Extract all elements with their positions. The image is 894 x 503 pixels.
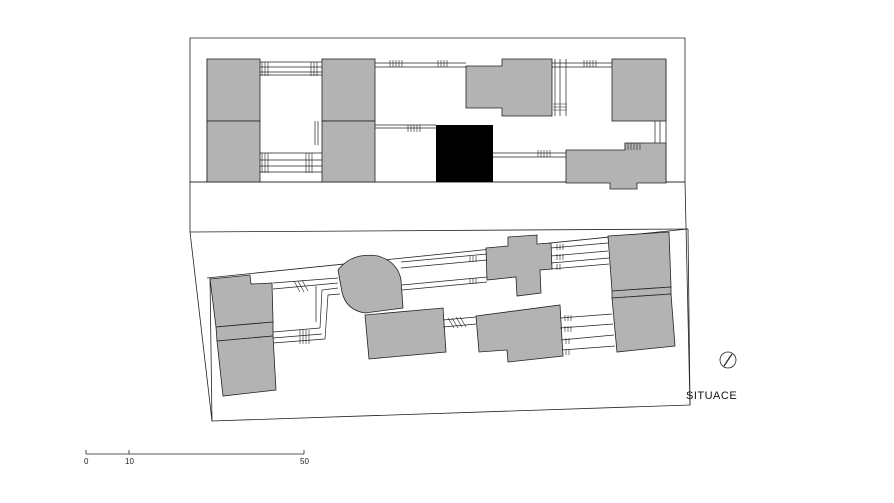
- plan-title: SITUACE: [686, 390, 738, 402]
- scale-tick-10: 10: [125, 457, 134, 466]
- scale-tick-0: 0: [84, 457, 89, 466]
- building-l8: [607, 231, 672, 292]
- building-l7: [475, 304, 564, 363]
- building-l1: [209, 274, 274, 328]
- building-u6: [611, 58, 667, 122]
- building-u4: [321, 120, 376, 183]
- scale-bar: [85, 450, 305, 455]
- north-arrow-icon: [719, 351, 737, 369]
- building-l5: [364, 307, 447, 360]
- highlighted-building: [436, 125, 493, 182]
- building-u1: [206, 58, 261, 122]
- building-l6: [485, 234, 553, 297]
- building-u3: [321, 58, 376, 122]
- scale-tick-50: 50: [300, 457, 309, 466]
- building-l4-round: [337, 254, 404, 314]
- building-u2: [206, 120, 261, 183]
- building-u5: [465, 58, 553, 117]
- building-u7: [565, 142, 667, 190]
- building-l10: [611, 293, 676, 353]
- building-l3: [216, 335, 277, 397]
